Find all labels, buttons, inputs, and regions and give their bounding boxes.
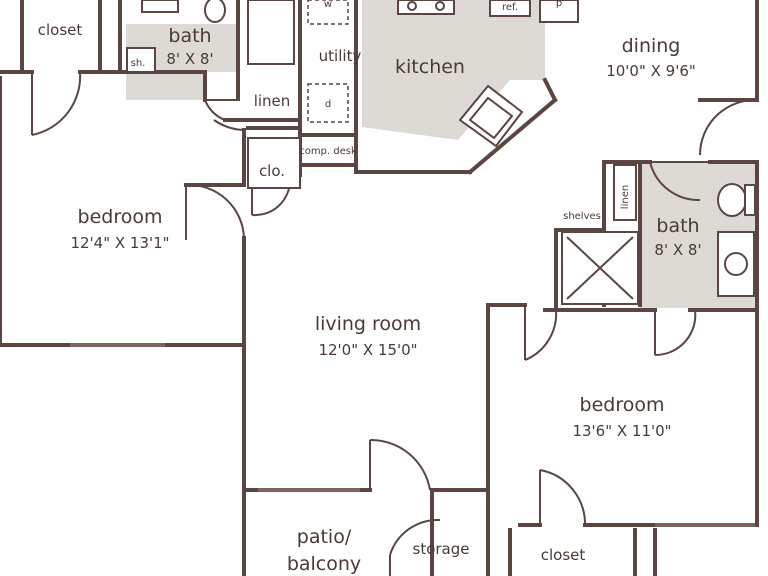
windows <box>70 343 755 527</box>
patio-label-line1: patio/ <box>297 526 352 548</box>
linen1-label: linen <box>254 92 291 110</box>
washer-label: w <box>324 0 332 10</box>
comp-desk-label: comp. desk <box>299 146 357 157</box>
bedroom2-name: bedroom <box>580 394 665 416</box>
clo-label: clo. <box>259 162 285 180</box>
fixtures <box>126 0 756 305</box>
linen2-label: linen <box>620 185 631 209</box>
bedroom1-name: bedroom <box>78 206 163 228</box>
shower-label: sh. <box>131 58 146 69</box>
closet-bottom-label: closet <box>541 546 586 564</box>
living-room-name: living room <box>315 313 421 335</box>
dining-dimensions: 10'0" X 9'6" <box>606 62 696 80</box>
doors <box>31 71 758 576</box>
living-room-dimensions: 12'0" X 15'0" <box>318 341 417 359</box>
bath2-name: bath <box>656 215 699 237</box>
pantry-label: p <box>556 0 562 9</box>
bath2-dimensions: 8' X 8' <box>654 241 701 259</box>
shelves-label: shelves <box>563 211 601 222</box>
dining-name: dining <box>622 35 681 57</box>
closet-top-label: closet <box>38 21 83 39</box>
dryer-label: d <box>325 99 331 110</box>
refrigerator-label: ref. <box>502 2 518 13</box>
kitchen-label: kitchen <box>395 56 465 78</box>
room-labels: closet bath 8' X 8' sh. utility w d kitc… <box>38 0 702 575</box>
utility-label: utility <box>319 47 362 65</box>
bedroom1-dimensions: 12'4" X 13'1" <box>70 234 169 252</box>
patio-label-line2: balcony <box>287 553 361 575</box>
bath1-name: bath <box>168 25 211 47</box>
bath1-dimensions: 8' X 8' <box>166 50 213 68</box>
storage-label: storage <box>413 540 470 558</box>
bedroom2-dimensions: 13'6" X 11'0" <box>572 422 671 440</box>
